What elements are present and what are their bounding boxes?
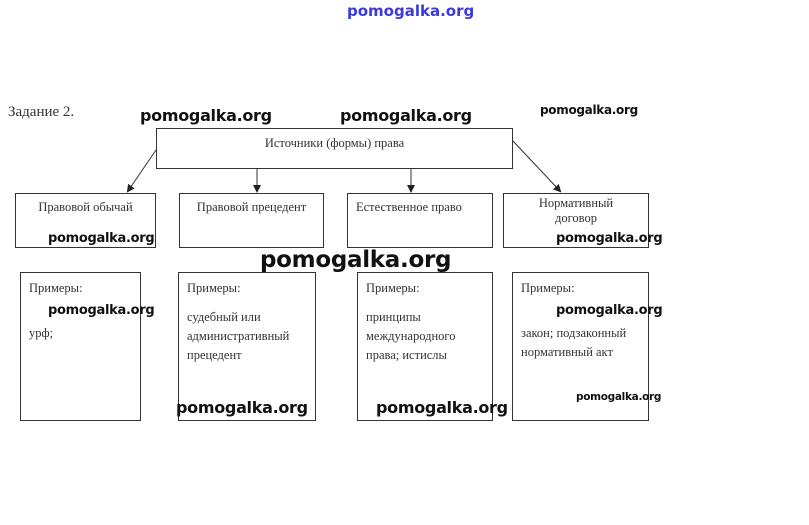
examples-box-normative-treaty: Примеры: закон; подзаконный нормативный …: [512, 272, 649, 421]
task-label: Задание 2.: [8, 104, 75, 120]
arrow-4: [511, 139, 562, 193]
watermark-large: pomogalka.org: [260, 247, 452, 273]
source-box-precedent: Правовой прецедент: [179, 193, 324, 248]
watermark: pomogalka.org: [556, 231, 663, 246]
source-title: Естественное право: [356, 200, 462, 214]
examples-box-natural-law: Примеры: принципы международного права; …: [357, 272, 493, 421]
examples-box-custom: Примеры: урф;: [20, 272, 141, 421]
root-title: Источники (формы) права: [264, 136, 405, 150]
watermark: pomogalka.org: [556, 303, 663, 318]
watermark: pomogalka.org: [540, 103, 638, 117]
source-box-custom: Правовой обычай: [15, 193, 156, 248]
examples-text: закон; подзаконный нормативный акт: [521, 326, 627, 359]
watermark: pomogalka.org: [376, 398, 508, 417]
examples-label: Примеры:: [521, 281, 575, 295]
examples-box-precedent: Примеры: судебный или административный п…: [178, 272, 316, 421]
source-title: Нормативный договор: [538, 196, 614, 225]
source-title: Правовой обычай: [38, 200, 133, 214]
watermark: pomogalka.org: [48, 231, 155, 246]
source-title: Правовой прецедент: [196, 200, 307, 214]
arrow-1: [126, 149, 157, 193]
root-box: Источники (формы) права: [156, 128, 513, 169]
examples-text: судебный или административный прецедент: [187, 310, 290, 362]
examples-text: урф;: [29, 326, 54, 340]
watermark: pomogalka.org: [140, 106, 272, 125]
examples-label: Примеры:: [187, 281, 241, 295]
watermark: pomogalka.org: [576, 391, 662, 403]
examples-text: принципы международного права; истислы: [366, 310, 456, 362]
source-box-normative-treaty: Нормативный договор: [503, 193, 649, 248]
header-watermark: pomogalka.org: [347, 2, 475, 20]
watermark: pomogalka.org: [340, 106, 472, 125]
examples-label: Примеры:: [366, 281, 420, 295]
watermark: pomogalka.org: [48, 303, 155, 318]
source-box-natural-law: Естественное право: [347, 193, 493, 248]
examples-label: Примеры:: [29, 281, 83, 295]
watermark: pomogalka.org: [176, 398, 308, 417]
